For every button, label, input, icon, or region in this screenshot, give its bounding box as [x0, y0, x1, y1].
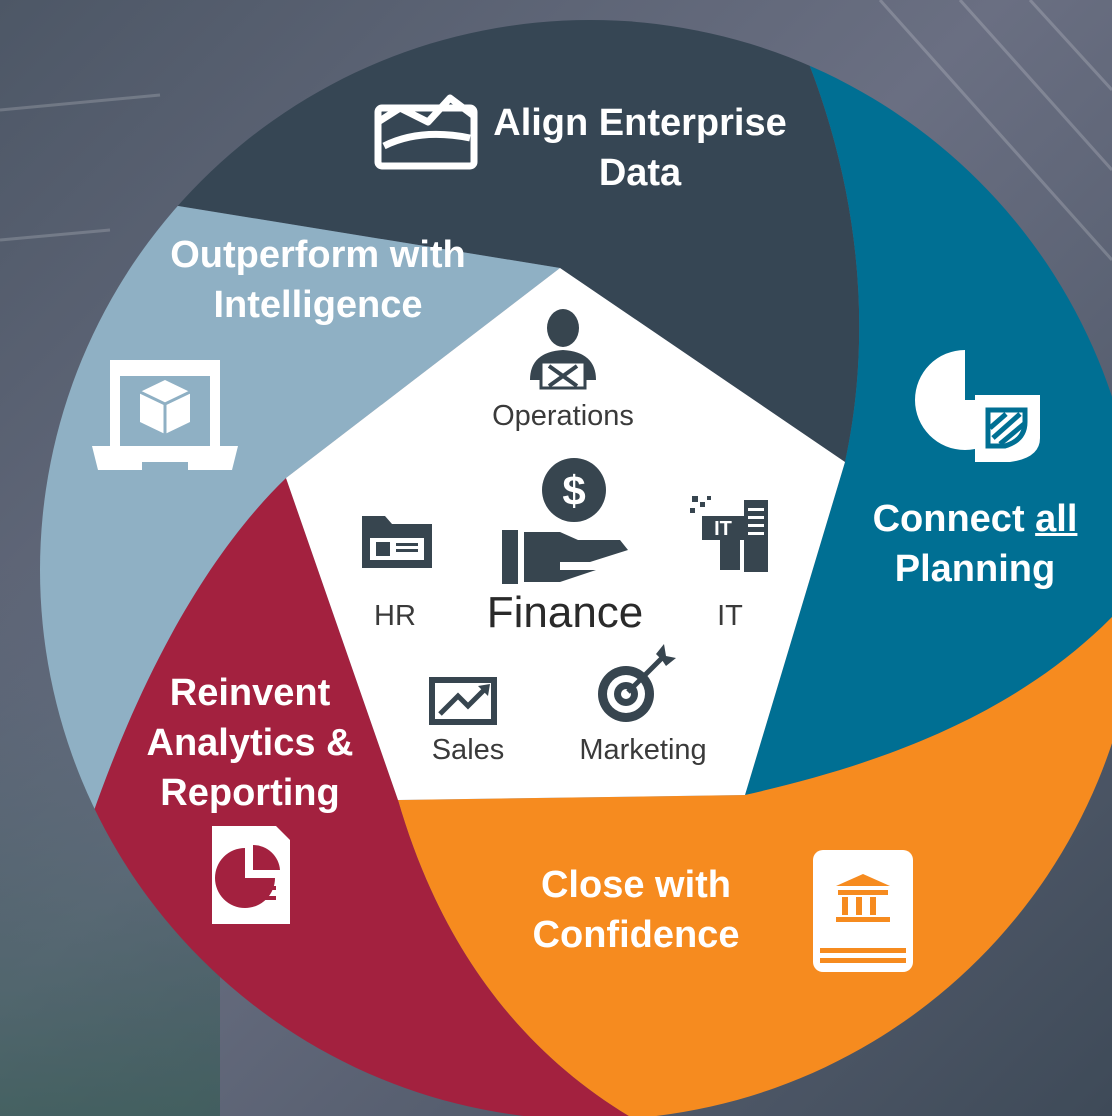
background-lines — [0, 0, 1112, 261]
target-icon — [598, 644, 676, 722]
label-reinvent-line3: Reporting — [160, 772, 340, 814]
label-align-line1: Align Enterprise — [493, 102, 787, 144]
svg-text:$: $ — [562, 467, 585, 514]
label-connect-word: Connect — [872, 498, 1036, 540]
hand-dollar-icon: $ — [502, 458, 628, 584]
dept-finance: Finance — [486, 588, 644, 637]
label-connect-line2: Planning — [894, 548, 1056, 590]
trend-chart-icon — [429, 677, 497, 725]
label-reinvent: Reinvent Analytics & Reporting — [128, 668, 372, 818]
dept-sales: Sales — [431, 734, 505, 766]
label-align-line2: Data — [598, 152, 682, 194]
dept-operations: Operations — [492, 400, 634, 432]
it-server-icon: IT — [690, 496, 768, 572]
bank-book-icon — [813, 850, 913, 972]
center-pentagon — [286, 268, 845, 800]
label-connect: Connect all Planning — [852, 494, 1098, 594]
engineer-icon — [530, 309, 596, 390]
label-outperform-line1: Outperform with — [170, 234, 466, 276]
pie-doc-icon — [915, 350, 1040, 462]
dept-hr: HR — [374, 600, 416, 632]
briefcase-cube-icon — [92, 360, 238, 472]
label-connect-line1: Connect all — [852, 494, 1098, 544]
label-align: Align Enterprise Data — [480, 98, 800, 198]
dept-it: IT — [717, 600, 743, 632]
label-reinvent-line2: Analytics & — [146, 722, 354, 764]
folder-id-icon — [362, 516, 432, 568]
label-reinvent-line1: Reinvent — [169, 672, 331, 714]
svg-text:IT: IT — [714, 518, 732, 540]
label-close-line2: Confidence — [532, 914, 740, 956]
dept-marketing: Marketing — [579, 734, 707, 766]
label-close-line1: Close with — [540, 864, 732, 906]
label-close: Close with Confidence — [516, 860, 756, 960]
landscape-frame-icon — [374, 94, 478, 170]
label-outperform-line2: Intelligence — [213, 284, 423, 326]
report-chart-icon — [212, 826, 290, 924]
label-connect-emphasis: all — [1035, 498, 1078, 540]
label-outperform: Outperform with Intelligence — [138, 230, 498, 330]
